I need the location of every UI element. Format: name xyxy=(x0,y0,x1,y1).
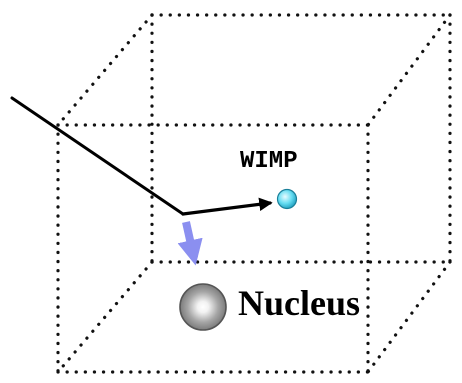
top-left-connector xyxy=(56,13,154,127)
incoming-wimp-track xyxy=(10,96,185,216)
top-right-connector xyxy=(366,13,452,127)
scattered-wimp-arrow xyxy=(181,197,273,216)
detector-box xyxy=(56,13,452,374)
wimp-particle-icon xyxy=(276,188,298,210)
wimp-label: WIMP xyxy=(240,148,298,175)
nucleus-particle-icon xyxy=(179,283,227,331)
nucleus-label: Nucleus xyxy=(238,283,360,323)
bottom-right-connector xyxy=(366,260,452,374)
bottom-left-connector xyxy=(56,260,154,374)
nuclear-recoil-arrow xyxy=(177,221,203,266)
